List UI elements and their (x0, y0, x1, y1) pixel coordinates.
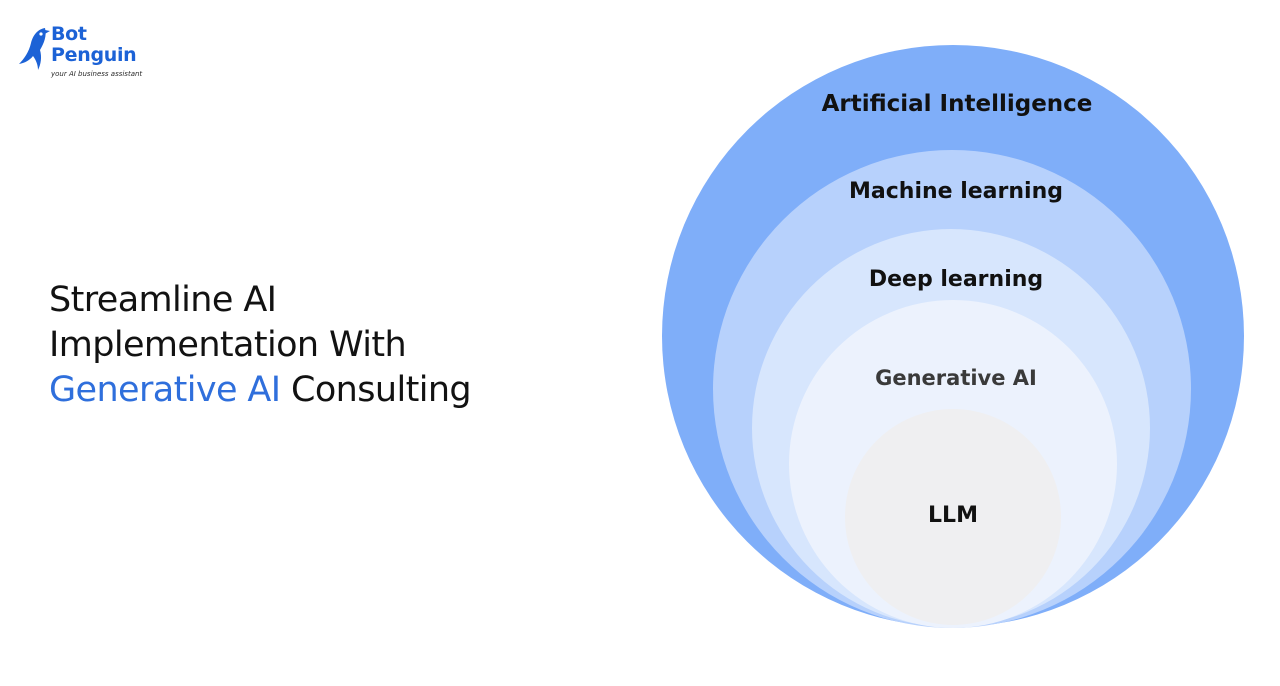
circle-llm-shape (845, 409, 1061, 625)
circle-ai-label: Artificial Intelligence (822, 91, 1093, 117)
brand-logo[interactable]: Bot Penguin your AI business assistant (18, 24, 158, 84)
brand-name-line1: Bot (51, 23, 87, 45)
circle-machine-learning-label: Machine learning (849, 179, 1063, 204)
headline-line2: Implementation With (49, 325, 407, 365)
headline-line1: Streamline AI (49, 280, 277, 320)
headline-line3: Generative AI Consulting (49, 368, 472, 413)
brand-name-line2: Penguin (51, 44, 137, 66)
headline-line3-rest: Consulting (280, 370, 472, 410)
brand-name: Bot Penguin (51, 23, 137, 66)
circle-llm: LLM (845, 409, 1061, 625)
headline-highlight: Generative AI (49, 370, 281, 410)
circle-llm-label: LLM (928, 503, 978, 528)
circle-generative-ai-label: Generative AI (875, 366, 1037, 390)
circle-deep-learning-label: Deep learning (869, 267, 1043, 292)
penguin-icon (19, 28, 50, 70)
brand-tagline: your AI business assistant (51, 70, 143, 78)
page-headline: Streamline AI Implementation With Genera… (49, 278, 472, 413)
